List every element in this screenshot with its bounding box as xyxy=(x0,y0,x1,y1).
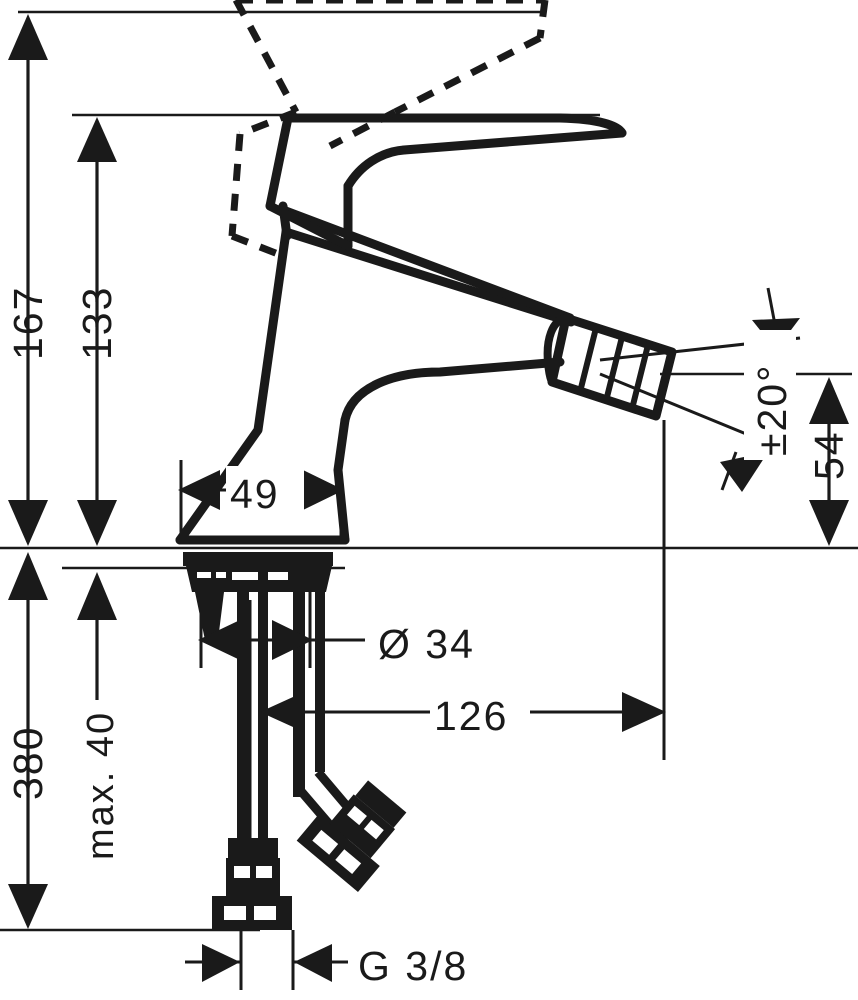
arrowhead-54-down xyxy=(809,500,849,546)
dim-label-126: 126 xyxy=(434,693,508,739)
dim-label-angle-bg xyxy=(744,330,796,460)
lever-open-tip xyxy=(536,0,549,39)
arrowhead-167-down xyxy=(8,500,48,546)
base-slot-1 xyxy=(197,572,211,578)
dimension-max-40: max. 40 xyxy=(77,572,122,860)
lever-bottom-edge xyxy=(265,201,353,251)
dim-label-49: 49 xyxy=(230,471,280,517)
lever-open-front-lower xyxy=(328,108,397,150)
dimension-167: 167 xyxy=(5,14,51,546)
aerator-rib-1 xyxy=(577,325,599,395)
spout-top-edge xyxy=(281,227,576,327)
dim-label-diameter-34: Ø 34 xyxy=(378,621,475,667)
dim-label-49-bg xyxy=(226,466,304,516)
neck-band xyxy=(278,205,575,323)
aerator-throat xyxy=(543,314,570,386)
hose-fittings xyxy=(212,780,407,930)
arrowhead-49-right xyxy=(303,470,344,510)
lever-open-bottom xyxy=(230,232,280,258)
arrowhead-126-right xyxy=(622,692,666,732)
base-plate-top xyxy=(183,552,333,566)
fitting-left-collar xyxy=(228,838,278,858)
fitting-right-hole-2 xyxy=(363,819,384,840)
fitting-right-hole-1 xyxy=(346,805,367,826)
arrowhead-49-left xyxy=(178,470,220,510)
dim-label-54: 54 xyxy=(806,430,852,480)
lever-handle-solid xyxy=(265,113,627,251)
body-left-edge xyxy=(175,227,291,545)
aerator-housing xyxy=(547,313,677,421)
lever-open-front-edge xyxy=(393,34,542,116)
arrowhead-133-down xyxy=(77,500,117,546)
arrowhead-g38-left xyxy=(202,944,240,982)
dimension-diameter-34: Ø 34 xyxy=(198,592,475,668)
arrowhead-133-up xyxy=(77,117,117,162)
arrowhead-max40-up xyxy=(77,572,117,620)
faucet-body xyxy=(175,201,576,545)
lever-handle-dashed-open xyxy=(228,0,549,258)
dim-label-126-bg xyxy=(430,686,530,738)
dimension-swivel-angle: ±20° xyxy=(599,287,801,492)
dim-label-133: 133 xyxy=(74,286,120,360)
lever-open-rear-vertical xyxy=(228,133,244,237)
spout-underside xyxy=(340,357,565,425)
lever-underside-curve xyxy=(343,145,409,191)
fitting-left-hole-2 xyxy=(256,866,272,878)
base-slot-2 xyxy=(216,572,226,578)
arrowhead-380-up xyxy=(8,552,48,600)
lever-open-back-lower xyxy=(238,108,298,138)
fitting-right-collar xyxy=(355,780,407,828)
fitting-left-base-hole-1 xyxy=(224,906,246,920)
dim-label-380: 380 xyxy=(5,726,51,800)
dimension-133: 133 xyxy=(74,117,120,546)
aerator-rib-2 xyxy=(603,334,625,404)
lever-back-edge xyxy=(265,113,293,211)
arrowhead-g38-right xyxy=(294,944,332,982)
dimension-49: 49 xyxy=(178,460,344,540)
arrowhead-angle-lower xyxy=(720,452,768,492)
dim-label-167: 167 xyxy=(5,286,51,360)
dimension-54: 54 xyxy=(806,377,852,546)
dim-label-thread-g38: G 3/8 xyxy=(358,943,468,989)
lever-underside-front xyxy=(399,128,627,155)
fitting-left-base-hole-2 xyxy=(254,906,276,920)
dim-label-max-40: max. 40 xyxy=(80,711,122,860)
fitting-left-base xyxy=(212,896,292,930)
dim-label-swivel-angle: ±20° xyxy=(749,363,795,456)
spout-aerator xyxy=(543,313,677,421)
fitting-right-nut xyxy=(329,794,396,859)
arrowhead-d34-right xyxy=(272,620,313,660)
arrowhead-167-up xyxy=(8,14,48,60)
dimension-380: 380 xyxy=(5,552,51,929)
dimension-thread-g38: G 3/8 xyxy=(185,930,468,990)
arrowhead-380-down xyxy=(8,884,48,929)
arrowhead-54-up xyxy=(809,377,849,424)
arrowhead-126-left xyxy=(260,692,304,732)
body-right-lower xyxy=(333,415,350,545)
dimension-126: 126 xyxy=(260,420,666,760)
fitting-left-hole-1 xyxy=(234,866,250,878)
fitting-right-base xyxy=(296,814,380,893)
arrowhead-d34-left xyxy=(198,620,240,660)
fitting-right-group xyxy=(296,780,407,893)
shank-rod-outer xyxy=(315,592,325,772)
fitting-right-base-hole-1 xyxy=(312,829,339,855)
lever-open-back-upper xyxy=(232,0,300,114)
fitting-right-base-hole-2 xyxy=(335,849,362,875)
